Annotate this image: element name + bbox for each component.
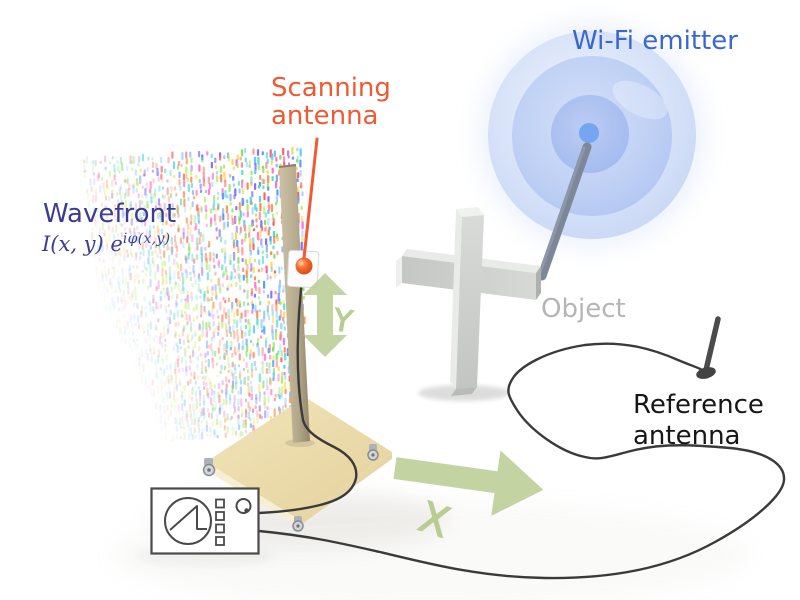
x-axis-arrow xyxy=(393,450,544,516)
y-axis-label: Y xyxy=(330,302,356,340)
object-cross xyxy=(396,207,541,401)
oscilloscope-dial-icon xyxy=(164,497,212,545)
caster-wheel xyxy=(202,458,216,477)
probe-cable xyxy=(258,271,358,515)
reference-antenna-label-line1: Reference xyxy=(633,390,764,420)
scanning-antenna-label-line2: antenna xyxy=(271,101,379,131)
object-label: Object xyxy=(541,294,626,324)
caster-wheel xyxy=(292,516,304,532)
caster-wheel xyxy=(367,444,379,461)
wavefront-label: Wavefront xyxy=(43,199,177,229)
signal-analyzer-box xyxy=(150,487,260,555)
scanning-antenna-label: Scanning antenna xyxy=(271,74,391,130)
scanning-antenna-label-line1: Scanning xyxy=(271,73,391,103)
y-axis-arrow xyxy=(303,273,347,357)
reference-cable-loop xyxy=(258,342,786,580)
sphere-highlight xyxy=(612,80,668,120)
wavefront-speckle xyxy=(83,146,308,444)
wifi-emitter-rod xyxy=(537,142,592,281)
wavefront-formula: I(x, y) eiφ(x,y) xyxy=(42,231,170,256)
formula-superscript: iφ(x,y) xyxy=(122,231,171,247)
callout-line xyxy=(302,137,319,260)
reference-antenna xyxy=(696,316,721,379)
formula-base: I(x, y) e xyxy=(42,232,123,256)
probe-ball xyxy=(295,257,313,275)
reference-antenna-label-line2: antenna xyxy=(633,421,741,451)
reference-antenna-label: Reference antenna xyxy=(633,390,764,452)
wifi-emitter-label: Wi-Fi emitter xyxy=(572,26,738,56)
scanning-probe xyxy=(286,249,320,289)
wifi-emitter-sphere xyxy=(476,19,708,251)
button-column xyxy=(215,498,225,546)
knob-icon xyxy=(235,498,252,514)
scanner-pole xyxy=(278,164,310,443)
